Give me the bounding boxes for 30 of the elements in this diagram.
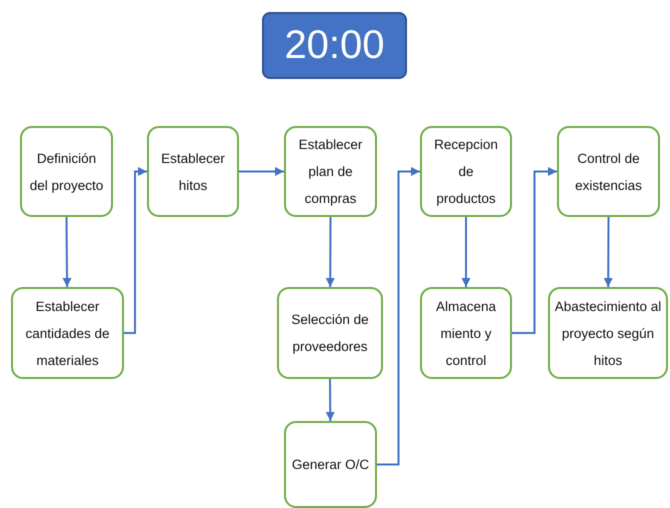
- box-label: Establecer plan de compras: [298, 136, 364, 208]
- arrow: [377, 167, 420, 466]
- process-box: [11, 287, 124, 379]
- process-box: [284, 421, 377, 508]
- box-label: Definición del proyecto: [28, 150, 104, 195]
- arrow: [326, 217, 335, 287]
- box-label: Control de existencias: [574, 150, 643, 194]
- process-box: [548, 287, 668, 379]
- arrow: [62, 216, 72, 288]
- arrow: [462, 217, 470, 287]
- box-label: Abastecimiento al proyecto según hitos: [554, 298, 662, 370]
- arrow: [512, 167, 557, 334]
- title-box: 20:00: [262, 12, 407, 79]
- box-label: Recepcion de productos: [433, 136, 499, 208]
- box-label: Generar O/C: [292, 456, 370, 474]
- process-box: [420, 126, 512, 217]
- box-label: Establecer cantidades de materiales: [24, 298, 111, 370]
- box-label: Almacena miento y control: [434, 298, 498, 370]
- arrow: [124, 167, 147, 334]
- arrow: [604, 217, 613, 287]
- process-box: [284, 126, 377, 217]
- process-box: [20, 126, 113, 217]
- process-box: [420, 287, 512, 379]
- box-label: Establecer hitos: [160, 150, 226, 194]
- process-box: [277, 287, 383, 379]
- process-box: [557, 126, 660, 217]
- box-label: Selección de proveedores: [290, 311, 370, 356]
- arrow: [326, 379, 335, 421]
- process-box: [147, 126, 239, 217]
- arrow: [239, 167, 284, 176]
